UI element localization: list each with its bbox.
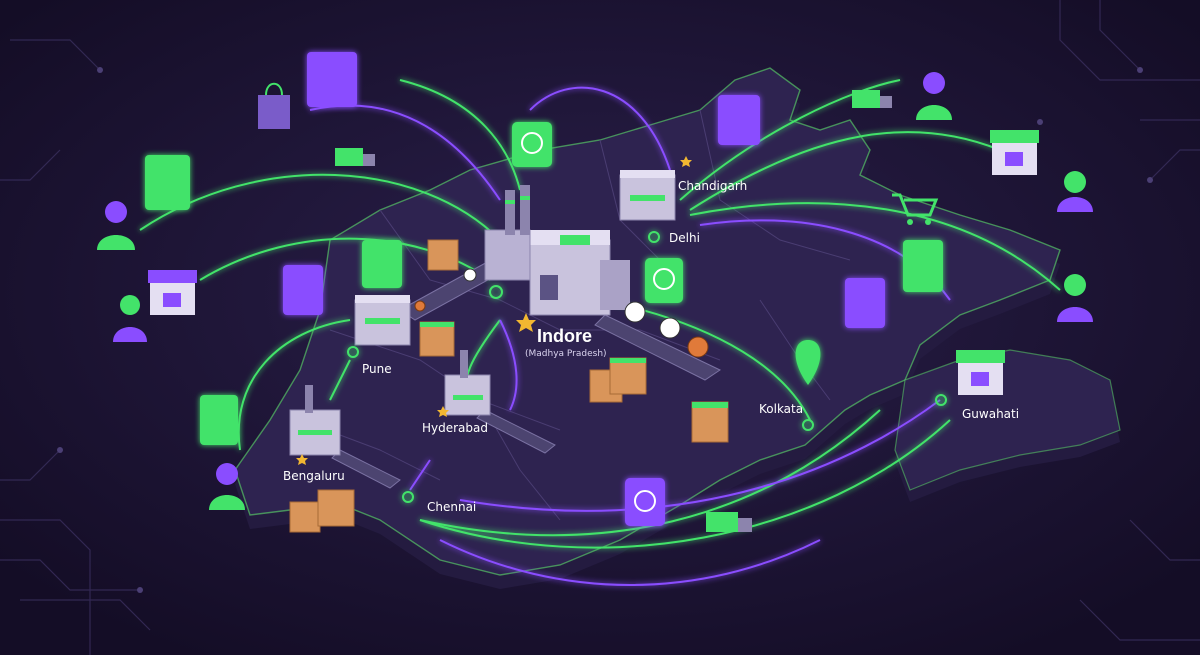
connection-arcs [139, 79, 1061, 586]
city-label-bengaluru: Bengaluru [283, 469, 345, 483]
city-label-chandigarh: Chandigarh [678, 179, 747, 193]
city-label-kolkata: Kolkata [759, 402, 803, 416]
city-label-chennai: Chennai [427, 500, 476, 514]
person-icon [97, 72, 1093, 510]
factory-icon [354, 295, 411, 346]
hub-city-name: Indore [537, 326, 592, 346]
shopping-bag-icon [258, 82, 290, 129]
factory-icon [484, 185, 630, 316]
factory-icon [444, 350, 491, 416]
shopping-cart-icon [892, 193, 939, 225]
factory-icon [289, 385, 341, 456]
city-label-guwahati: Guwahati [962, 407, 1019, 421]
factory-icon [619, 170, 676, 221]
chat-bubble-icon [145, 155, 943, 445]
city-markers [347, 231, 947, 503]
basketball-icon [414, 300, 709, 358]
circuit-nodes [57, 67, 1153, 593]
truck-icon [335, 90, 892, 532]
city-label-delhi: Delhi [669, 231, 700, 245]
city-label-hyderabad: Hyderabad [422, 421, 488, 435]
box-tape [420, 322, 728, 408]
city-label-pune: Pune [362, 362, 392, 376]
location-pin-icon [795, 340, 821, 385]
whatsapp-icon [512, 122, 683, 526]
chat-bubble-icon [283, 52, 885, 328]
storefront-icon [148, 130, 1039, 395]
star-icons [296, 156, 692, 465]
box-icon [289, 239, 729, 533]
football-icon [463, 268, 681, 339]
hub-state-name: (Madhya Pradesh) [525, 349, 607, 359]
